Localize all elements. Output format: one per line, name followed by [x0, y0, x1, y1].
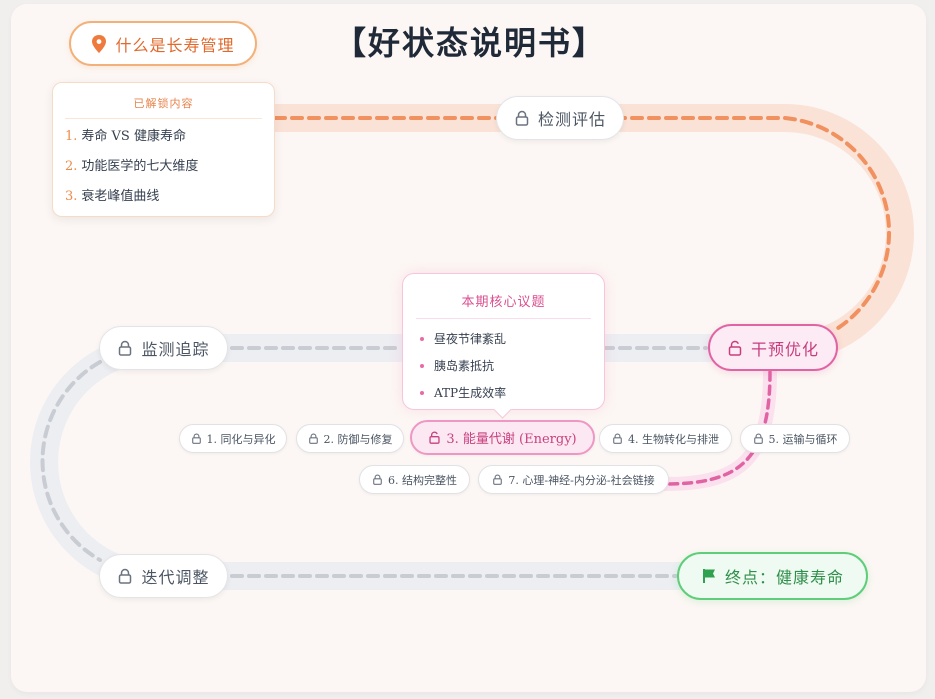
what-is-longevity-button[interactable]: 什么是长寿管理	[69, 21, 257, 66]
core-topics-title: 本期核心议题	[461, 295, 546, 310]
stage-iterate[interactable]: 迭代调整	[99, 554, 228, 598]
dimension-label: 3. 能量代谢 (Energy)	[446, 432, 577, 447]
divider	[416, 318, 591, 319]
dimension-label: 5. 运输与循环	[768, 432, 838, 446]
lock-icon	[515, 110, 529, 126]
unlocked-item[interactable]: 2.功能医学的七大维度	[65, 155, 274, 185]
dimension-label: 7. 心理-神经-内分泌-社会链接	[508, 473, 655, 487]
topic-label: ATP生成效率	[434, 386, 507, 400]
unlocked-item[interactable]: 1.寿命 VS 健康寿命	[65, 125, 274, 155]
stage-label: 检测评估	[537, 110, 606, 129]
unlocked-item[interactable]: 3.衰老峰值曲线	[65, 185, 274, 215]
dimension-chip[interactable]: 2. 防御与修复	[296, 424, 404, 453]
core-topic-item: 胰岛素抵抗	[420, 352, 604, 379]
road-orange-dash	[273, 116, 891, 332]
item-label: 寿命 VS 健康寿命	[81, 129, 186, 144]
lock-icon	[493, 474, 503, 485]
item-number: 3.	[65, 189, 78, 204]
item-number: 1.	[65, 129, 78, 144]
lock-icon	[753, 433, 763, 444]
core-topic-item: ATP生成效率	[420, 379, 604, 406]
dimension-label: 4. 生物转化与排泄	[628, 432, 719, 446]
dimension-label: 1. 同化与异化	[206, 432, 276, 446]
stage-goal[interactable]: 终点：健康寿命	[677, 552, 868, 600]
lock-icon	[119, 340, 132, 356]
lock-icon	[373, 474, 382, 485]
map-pin-icon	[92, 34, 107, 53]
road-pink-dash	[663, 370, 772, 486]
unlocked-content-panel: 已解锁内容 1.寿命 VS 健康寿命 2.功能医学的七大维度 3.衰老峰值曲线	[52, 82, 275, 217]
stage-label: 迭代调整	[141, 568, 210, 587]
stage-label: 终点：健康寿命	[724, 568, 844, 587]
dimension-chip[interactable]: 1. 同化与异化	[179, 424, 287, 453]
road-gray-left-dash	[40, 360, 102, 562]
item-label: 功能医学的七大维度	[81, 159, 199, 174]
lock-icon	[613, 433, 622, 444]
unlock-icon	[429, 431, 440, 444]
unlock-icon	[728, 340, 742, 356]
core-topics-tooltip: 本期核心议题 昼夜节律紊乱 胰岛素抵抗 ATP生成效率	[402, 273, 605, 419]
core-topic-item: 昼夜节律紊乱	[420, 325, 604, 352]
flag-icon	[702, 569, 715, 583]
item-label: 衰老峰值曲线	[81, 189, 160, 204]
lock-icon	[119, 568, 132, 584]
item-number: 2.	[65, 159, 78, 174]
stage-intervene[interactable]: 干预优化	[708, 324, 838, 371]
dimension-chip[interactable]: 5. 运输与循环	[740, 424, 850, 453]
stage-label: 干预优化	[750, 339, 819, 359]
lock-icon	[191, 433, 201, 444]
stage-label: 监测追踪	[141, 340, 210, 359]
bullet-icon	[420, 336, 424, 341]
dimension-chip[interactable]: 6. 结构完整性	[359, 465, 470, 494]
topic-label: 昼夜节律紊乱	[434, 332, 507, 346]
what-is-label: 什么是长寿管理	[115, 35, 235, 55]
unlocked-panel-title: 已解锁内容	[133, 97, 194, 110]
lock-icon	[308, 433, 318, 444]
dimension-chip[interactable]: 4. 生物转化与排泄	[599, 424, 732, 453]
dimension-chip-active[interactable]: 3. 能量代谢 (Energy)	[410, 420, 595, 455]
bullet-icon	[420, 363, 424, 368]
stage-monitor[interactable]: 监测追踪	[99, 326, 228, 370]
dimension-label: 2. 防御与修复	[323, 432, 393, 446]
stage-detect[interactable]: 检测评估	[496, 96, 624, 140]
page-title: 【好状态说明书】	[333, 24, 606, 62]
bullet-icon	[420, 390, 424, 395]
dimension-chip[interactable]: 7. 心理-神经-内分泌-社会链接	[478, 465, 669, 494]
topic-label: 胰岛素抵抗	[434, 359, 495, 373]
divider	[65, 118, 262, 119]
dimension-label: 6. 结构完整性	[388, 473, 457, 487]
